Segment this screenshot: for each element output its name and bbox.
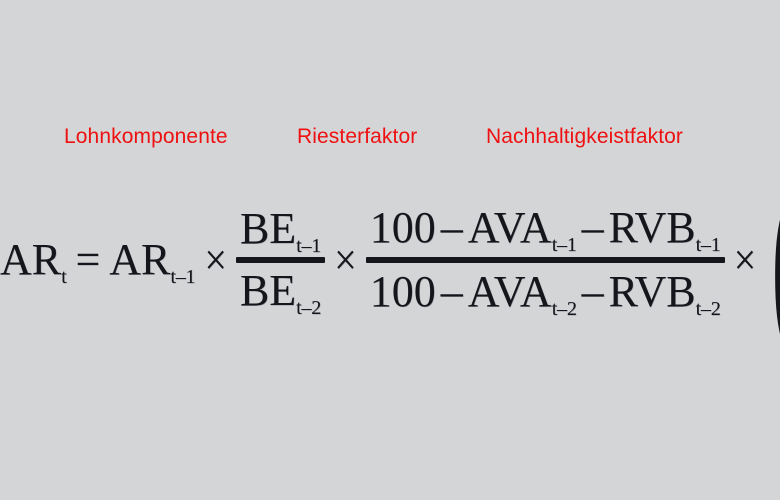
riester-num-minus-1: – [440, 203, 463, 252]
riester-den-minus-2: – [581, 267, 604, 316]
lohn-fraction-bar [235, 257, 326, 263]
equals-sign: = [75, 235, 101, 284]
fraction-riesterfaktor: 100–AVAt–1–RVBt–1 100–AVAt–2–RVBt–2 [365, 206, 725, 319]
label-nachhaltigkeitsfaktor: Nachhaltigkeistfaktor [486, 125, 684, 148]
riester-den-ava: AVA [467, 267, 552, 316]
formula-row: ARt = ARt–1 × BEt–1 BEt–2 × 100–AVAt–1–R… [0, 150, 780, 370]
riester-fraction-bar [365, 257, 725, 263]
riester-denominator: 100–AVAt–2–RVBt–2 [366, 263, 725, 319]
rentenanpassungsformel: ARt = ARt–1 × BEt–1 BEt–2 × 100–AVAt–1–R… [0, 150, 780, 370]
riester-den-rvb-subscript: t–2 [695, 297, 721, 320]
fraction-lohnkomponente: BEt–1 BEt–2 [235, 207, 326, 318]
riester-num-ava: AVA [467, 203, 552, 252]
times-1: × [204, 234, 227, 285]
lohn-num-symbol: BE [239, 204, 297, 253]
riester-num-rvb-subscript: t–1 [695, 233, 721, 256]
label-lohnkomponente: Lohnkomponente [64, 125, 228, 148]
ar-base-symbol: AR [109, 235, 171, 284]
riester-den-minus-1: – [440, 267, 463, 316]
lohn-den-symbol: BE [239, 266, 297, 315]
times-3: × [733, 234, 757, 285]
lohn-num-subscript: t–1 [296, 234, 322, 257]
lohn-denominator: BEt–2 [236, 263, 325, 318]
ar-base-subscript: t–1 [170, 265, 196, 288]
term-ar-t-1: ARt–1 [109, 235, 195, 287]
outer-paren-open: ( [772, 159, 780, 358]
ar-t-subscript: t [61, 265, 67, 288]
riester-num-minus-2: – [581, 203, 604, 252]
riester-num-ava-subscript: t–1 [551, 233, 577, 256]
term-ar-t: ARt [0, 235, 67, 287]
riester-den-constant: 100 [369, 267, 436, 316]
riester-den-rvb: RVB [608, 267, 696, 316]
ar-t-symbol: AR [0, 235, 62, 284]
riester-num-rvb: RVB [608, 203, 696, 252]
riester-num-constant: 100 [369, 203, 436, 252]
label-riesterfaktor: Riesterfaktor [297, 125, 418, 148]
lohn-numerator: BEt–1 [236, 207, 325, 257]
riester-numerator: 100–AVAt–1–RVBt–1 [366, 206, 725, 257]
riester-den-ava-subscript: t–2 [551, 297, 577, 320]
lohn-den-subscript: t–2 [296, 296, 322, 319]
times-2: × [334, 234, 357, 285]
